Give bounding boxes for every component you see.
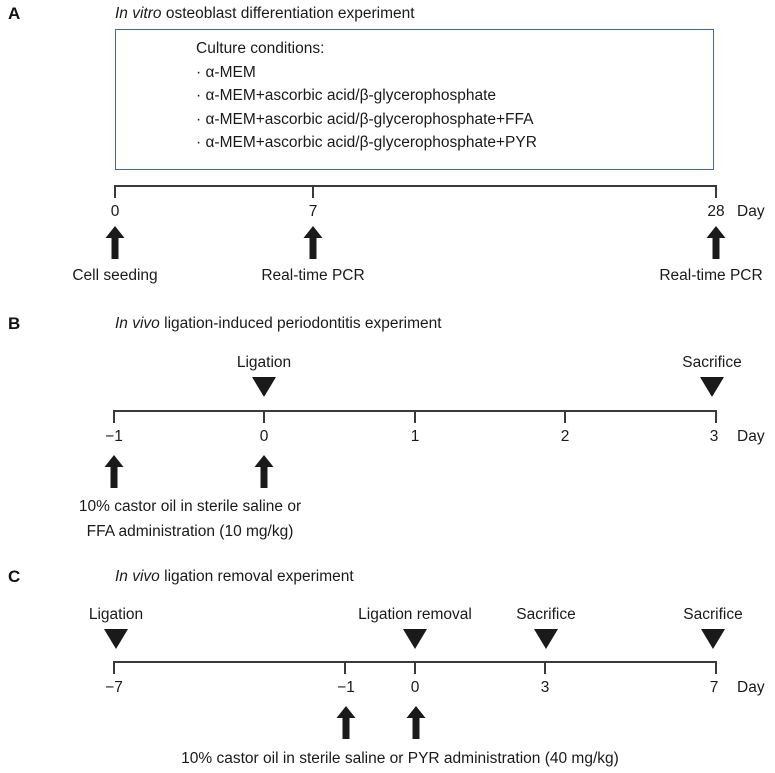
panel-c-tick-label-0: 0 (410, 679, 420, 696)
panel-c-marker-triangle-ligation (104, 629, 128, 649)
panel-title-b: In vivo ligation-induced periodontitis e… (115, 314, 442, 334)
panel-a-day-unit-label: Day (737, 203, 765, 220)
panel-c-tick-label-3: 3 (540, 679, 550, 696)
panel-b-marker-label-sacrifice: Sacrifice (682, 354, 742, 371)
panel-c-up-arrow-2 (406, 706, 426, 739)
panel-c-marker-label-ligation: Ligation (88, 606, 144, 623)
panel-b-tick-2 (564, 410, 566, 423)
culture-conditions-list: Culture conditions: · α-MEM · α-MEM+asco… (196, 37, 537, 155)
culture-condition-item-4: · α-MEM+ascorbic acid/β-glycerophosphate… (196, 134, 537, 151)
panel-a-event-label-3: Real-time PCR (659, 267, 763, 284)
panel-c-tick-label-minus7: −7 (105, 679, 123, 696)
panel-title-c-italic: In vivo (115, 568, 160, 585)
panel-a-up-arrow-3 (706, 226, 726, 259)
panel-letter-a: A (8, 4, 21, 23)
panel-b-tick-minus1 (113, 410, 115, 423)
panel-c-marker-label-sacrifice-2: Sacrifice (683, 606, 743, 623)
panel-c-marker-triangle-ligation-removal (403, 629, 427, 649)
panel-b-tick-label-3: 3 (709, 428, 719, 445)
panel-b-tick-label-0: 0 (259, 428, 269, 445)
panel-a-tick-7 (312, 185, 314, 198)
panel-title-b-rest: ligation-induced periodontitis experimen… (159, 315, 442, 332)
panel-b-caption: 10% castor oil in sterile saline or FFA … (79, 494, 301, 544)
panel-c-marker-label-sacrifice-1: Sacrifice (516, 606, 576, 623)
panel-b-marker-label-ligation: Ligation (236, 354, 292, 371)
panel-letter-b: B (8, 314, 21, 333)
panel-b-caption-line-1: 10% castor oil in sterile saline or (78, 498, 302, 515)
panel-c-tick-7 (715, 661, 717, 674)
panel-b-tick-3 (715, 410, 717, 423)
panel-a-axis-line (114, 185, 717, 187)
panel-a-tick-label-7: 7 (308, 203, 318, 220)
panel-c-marker-triangle-sacrifice-1 (534, 629, 558, 649)
panel-title-a-italic: In vitro (115, 5, 162, 22)
panel-c-up-arrow-1 (336, 706, 356, 739)
panel-b-tick-0 (263, 410, 265, 423)
panel-c-marker-triangle-sacrifice-2 (701, 629, 725, 649)
culture-condition-item-1: · α-MEM (196, 63, 256, 81)
panel-letter-c: C (8, 567, 21, 586)
panel-b-tick-1 (414, 410, 416, 423)
panel-a-tick-label-28: 28 (707, 203, 725, 220)
panel-c-tick-3 (544, 661, 546, 674)
panel-a-tick-label-0: 0 (110, 203, 120, 220)
panel-b-marker-triangle-sacrifice (700, 377, 724, 397)
panel-a-event-label-2: Real-time PCR (261, 267, 365, 284)
culture-conditions-heading: Culture conditions: (196, 40, 325, 57)
panel-b-up-arrow-2 (254, 455, 274, 488)
panel-b-tick-label-minus1: −1 (105, 428, 123, 445)
panel-a-up-arrow-1 (105, 226, 125, 259)
panel-title-b-italic: In vivo (115, 315, 160, 332)
panel-b-caption-line-2: FFA administration (10 mg/kg) (86, 523, 294, 540)
panel-c-tick-label-minus1: −1 (337, 679, 355, 696)
panel-b-up-arrow-1 (104, 455, 124, 488)
panel-c-day-unit-label: Day (737, 679, 765, 696)
panel-title-c-rest: ligation removal experiment (159, 568, 354, 585)
culture-conditions-box: Culture conditions: · α-MEM · α-MEM+asco… (115, 29, 714, 170)
panel-c-tick-minus7 (113, 661, 115, 674)
panel-a-tick-28 (715, 185, 717, 198)
panel-c-caption-line-1: 10% castor oil in sterile saline or PYR … (181, 750, 619, 767)
panel-a-up-arrow-2 (303, 226, 323, 259)
panel-b-day-unit-label: Day (737, 428, 765, 445)
panel-b-tick-label-2: 2 (560, 428, 570, 445)
panel-title-a-rest: osteoblast differentiation experiment (161, 5, 415, 22)
panel-b-tick-label-1: 1 (410, 428, 420, 445)
panel-a-event-label-1: Cell seeding (72, 267, 158, 284)
panel-title-c: In vivo ligation removal experiment (115, 567, 354, 587)
panel-b-marker-triangle-ligation (252, 377, 276, 397)
panel-c-caption: 10% castor oil in sterile saline or PYR … (181, 746, 619, 771)
panel-c-tick-minus1 (344, 661, 346, 674)
panel-c-marker-label-ligation-removal: Ligation removal (358, 606, 472, 623)
culture-condition-item-3: · α-MEM+ascorbic acid/β-glycerophosphate… (196, 110, 534, 128)
panel-c-tick-0 (414, 661, 416, 674)
panel-c-tick-label-7: 7 (709, 679, 719, 696)
culture-condition-item-2: · α-MEM+ascorbic acid/β-glycerophosphate (196, 87, 497, 104)
panel-a-tick-0 (114, 185, 116, 198)
panel-title-a: In vitro osteoblast differentiation expe… (115, 4, 415, 24)
